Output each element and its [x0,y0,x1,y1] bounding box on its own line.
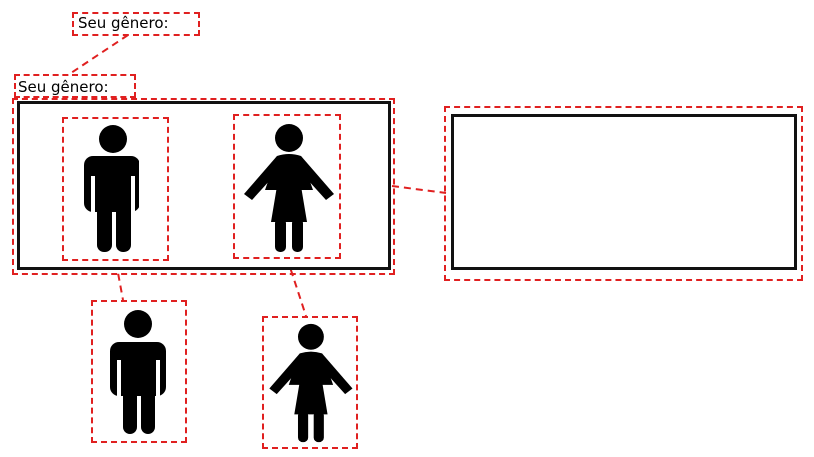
gender-label-callout: Seu gênero: [78,14,169,32]
gender-selector [17,101,391,270]
male-callout-frame [91,300,187,443]
gender-label: Seu gênero: [18,78,109,96]
male-option[interactable] [64,119,167,259]
female-option[interactable] [235,116,339,257]
female-callout-frame [262,316,358,449]
female-icon [269,323,353,443]
gender-label-frame [14,74,136,98]
detail-panel [451,114,797,270]
label-callout-frame [72,12,200,36]
female-icon [244,124,334,252]
male-icon [84,125,139,252]
male-icon [110,310,166,434]
female-option-frame [233,114,341,259]
gender-panel-frame [12,98,395,275]
male-option-frame [62,117,169,261]
detail-panel-frame [444,106,803,281]
